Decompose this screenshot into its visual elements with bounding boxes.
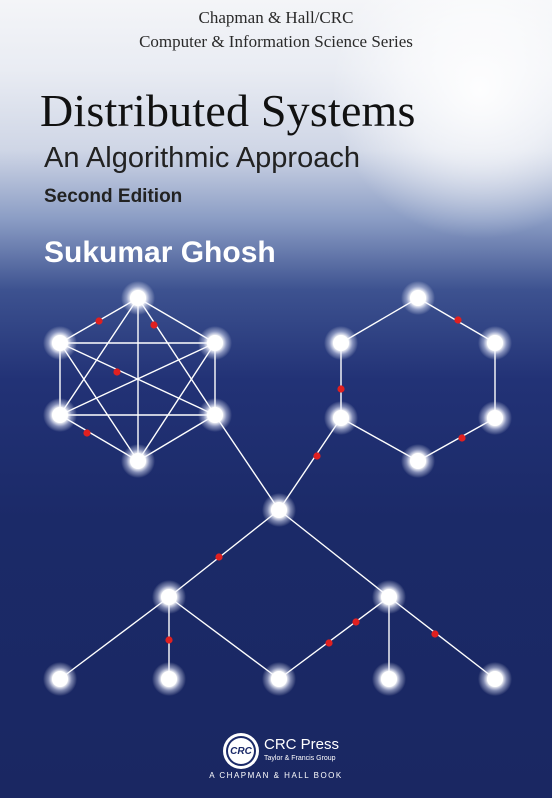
graph-edge bbox=[168, 509, 280, 598]
book-author: Sukumar Ghosh bbox=[44, 236, 276, 269]
graph-edge bbox=[137, 342, 216, 462]
graph-node bbox=[198, 398, 232, 432]
message-dot bbox=[313, 452, 321, 460]
graph-node bbox=[43, 662, 77, 696]
graph-node bbox=[198, 326, 232, 360]
message-dot bbox=[165, 636, 173, 644]
message-dot bbox=[352, 618, 360, 626]
graph-node bbox=[43, 398, 77, 432]
message-dot bbox=[337, 385, 345, 393]
message-dot bbox=[215, 553, 223, 561]
graph-edge bbox=[59, 342, 139, 462]
graph-edges bbox=[59, 297, 496, 680]
graph-edge bbox=[278, 596, 390, 680]
message-dot bbox=[431, 630, 439, 638]
graph-node bbox=[372, 580, 406, 614]
graph-node bbox=[43, 326, 77, 360]
graph-node bbox=[478, 662, 512, 696]
graph-node bbox=[152, 662, 186, 696]
graph-edge bbox=[278, 509, 390, 598]
graph-node bbox=[262, 493, 296, 527]
book-subtitle: An Algorithmic Approach bbox=[44, 142, 360, 174]
message-dot bbox=[83, 429, 91, 437]
series-line-1: Chapman & Hall/CRC bbox=[198, 8, 354, 27]
graph-node bbox=[401, 444, 435, 478]
graph-edge bbox=[59, 342, 216, 416]
graph-edge bbox=[137, 297, 216, 416]
graph-node bbox=[478, 401, 512, 435]
graph-edge bbox=[168, 596, 280, 680]
graph-node bbox=[372, 662, 406, 696]
graph-node bbox=[121, 281, 155, 315]
publisher-name: CRC Press bbox=[264, 736, 340, 753]
graph-node bbox=[262, 662, 296, 696]
publisher-imprint: A CHAPMAN & HALL BOOK bbox=[209, 771, 343, 780]
graph-edge bbox=[59, 297, 139, 416]
graph-node bbox=[121, 444, 155, 478]
message-dot bbox=[95, 317, 103, 325]
graph-edge bbox=[59, 596, 170, 680]
graph-node bbox=[478, 326, 512, 360]
graph-nodes bbox=[43, 281, 512, 696]
message-dots bbox=[83, 316, 466, 647]
graph-edge bbox=[388, 596, 496, 680]
message-dot bbox=[454, 316, 462, 324]
book-title: Distributed Systems bbox=[40, 85, 416, 136]
message-dot bbox=[150, 321, 158, 329]
message-dot bbox=[458, 434, 466, 442]
series-line-2: Computer & Information Science Series bbox=[139, 32, 413, 51]
publisher-group: Taylor & Francis Group bbox=[264, 755, 336, 762]
graph-node bbox=[401, 281, 435, 315]
message-dot bbox=[325, 639, 333, 647]
graph-node bbox=[152, 580, 186, 614]
crc-logo-icon: CRC bbox=[226, 736, 256, 766]
graph-edge bbox=[278, 417, 342, 511]
graph-node bbox=[324, 401, 358, 435]
publisher-block: CRC CRC Press Taylor & Francis Group A C… bbox=[0, 728, 552, 788]
graph-node bbox=[324, 326, 358, 360]
book-edition: Second Edition bbox=[44, 186, 183, 207]
message-dot bbox=[113, 368, 121, 376]
graph-edge bbox=[214, 414, 280, 511]
